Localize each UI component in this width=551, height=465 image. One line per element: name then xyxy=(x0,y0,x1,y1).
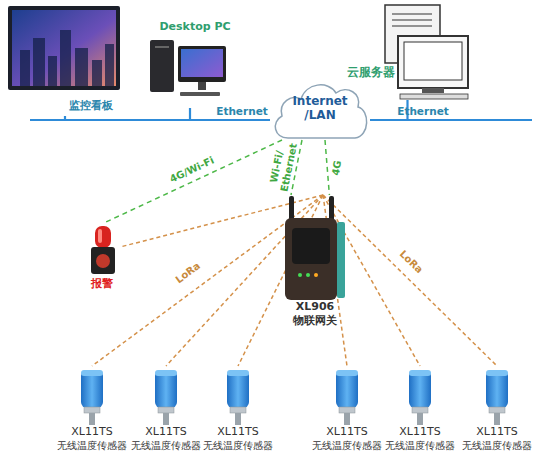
alarm-speaker xyxy=(96,254,110,268)
sensor-symbol xyxy=(155,370,177,425)
city-building xyxy=(33,38,45,86)
server-slot xyxy=(392,20,432,21)
server-keyboard xyxy=(400,94,468,99)
server-monitor xyxy=(398,36,468,88)
wifi-link xyxy=(106,140,282,222)
lora-link xyxy=(323,195,497,366)
model-label: XL11TS xyxy=(460,425,534,438)
device-label: Desktop PC xyxy=(150,20,240,33)
sensor-symbol xyxy=(486,370,508,425)
server-screen xyxy=(404,42,462,80)
device-label: 报警 xyxy=(82,277,122,290)
temperature-sensor: XL11TS 无线温度传感器 xyxy=(201,366,275,456)
device-label: 云服务器 xyxy=(344,65,398,79)
sensor-label: 无线温度传感器 xyxy=(383,440,457,452)
sensor-label: 无线温度传感器 xyxy=(201,440,275,452)
link-label: LoRa xyxy=(397,248,425,276)
link-label: 4G xyxy=(330,159,344,176)
alarm-glint xyxy=(98,229,102,243)
city-building xyxy=(48,56,57,86)
pc-screen xyxy=(181,49,223,77)
monitor-screen xyxy=(12,10,116,86)
wifi-link xyxy=(325,140,329,195)
device-label: 监控看板 xyxy=(60,99,122,112)
gateway-side xyxy=(337,222,345,298)
server-stand xyxy=(422,88,444,93)
sensor-label: 无线温度传感器 xyxy=(460,440,534,452)
temperature-sensor: XL11TS 无线温度传感器 xyxy=(310,366,384,456)
device-label: 物联网关 xyxy=(275,314,355,327)
link-label: 4G/Wi-Fi xyxy=(168,154,216,185)
pc-keyboard xyxy=(180,92,220,96)
pc-drive xyxy=(155,46,169,48)
pc-stand xyxy=(198,82,206,90)
server-slot xyxy=(392,14,432,15)
monitor-bezel xyxy=(8,6,120,90)
cloud-label: Internet /LAN xyxy=(289,94,351,123)
link-label: Ethernet xyxy=(397,105,449,118)
model-label: XL11TS xyxy=(201,425,275,438)
model-label: XL11TS xyxy=(310,425,384,438)
sensor-symbol xyxy=(336,370,358,425)
city-building xyxy=(60,30,71,86)
lora-link xyxy=(323,195,420,366)
alarm-device: 报警 xyxy=(82,222,122,292)
sensor-label: 无线温度传感器 xyxy=(310,440,384,452)
temperature-sensor: XL11TS 无线温度传感器 xyxy=(460,366,534,456)
pc-tower xyxy=(150,40,174,92)
alarm-base xyxy=(91,247,115,274)
cloud-outline xyxy=(275,85,366,138)
gateway-body xyxy=(285,218,337,300)
model-label: XL906 xyxy=(275,300,355,313)
monitor-display: 监控看板 xyxy=(5,3,125,116)
server-slot xyxy=(392,26,432,27)
sensor-label: 无线温度传感器 xyxy=(55,440,129,452)
temperature-sensor: XL11TS 无线温度传感器 xyxy=(55,366,129,456)
desktop-pc: Desktop PC xyxy=(140,18,240,108)
link-label: Ethernet xyxy=(216,105,268,118)
ethernet-wire xyxy=(30,119,66,121)
iot-gateway: XL906物联网关 xyxy=(275,195,355,325)
ethernet-wire xyxy=(407,119,532,121)
model-label: XL11TS xyxy=(383,425,457,438)
city-building xyxy=(92,60,102,86)
link-label: Wi-Fi/ Ethernet xyxy=(266,143,299,193)
network-cloud: Internet /LAN xyxy=(270,78,370,140)
sensor-symbol xyxy=(227,370,249,425)
sensor-symbol xyxy=(81,370,103,425)
gateway-panel xyxy=(292,228,330,264)
link-label: LoRa xyxy=(173,260,202,286)
city-building xyxy=(20,50,30,86)
gateway-led xyxy=(314,273,318,277)
city-building xyxy=(105,44,114,86)
sensor-symbol xyxy=(409,370,431,425)
temperature-sensor: XL11TS 无线温度传感器 xyxy=(383,366,457,456)
model-label: XL11TS xyxy=(129,425,203,438)
gateway-led xyxy=(298,273,302,277)
pc-monitor xyxy=(178,46,226,82)
gateway-led xyxy=(306,273,310,277)
sensor-label: 无线温度传感器 xyxy=(129,440,203,452)
temperature-sensor: XL11TS 无线温度传感器 xyxy=(129,366,203,456)
model-label: XL11TS xyxy=(55,425,129,438)
city-building xyxy=(75,48,88,86)
cloud-server: 云服务器 xyxy=(340,3,475,100)
alarm-beacon xyxy=(95,226,111,248)
